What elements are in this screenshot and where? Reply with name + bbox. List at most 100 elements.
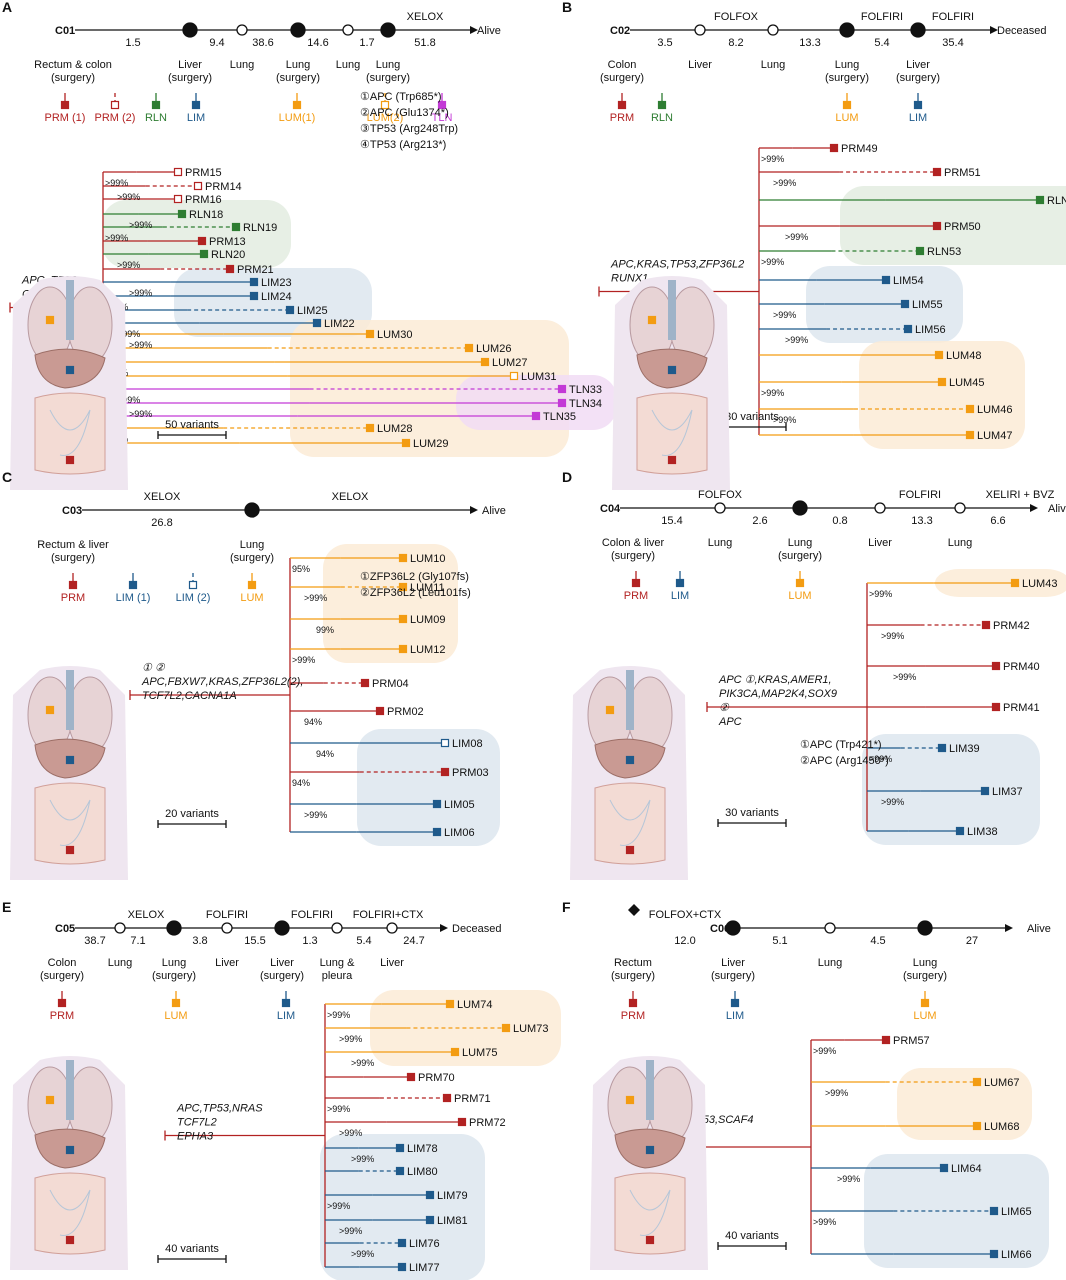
tree-leaf-marker [937, 743, 947, 753]
body-sample-marker [65, 755, 75, 765]
support-value: >99% [881, 631, 904, 641]
tree-leaf-marker [285, 305, 295, 315]
interval-months: 5.4 [874, 37, 889, 49]
sample-label: TLN [432, 112, 453, 124]
interval-months: 26.8 [151, 517, 172, 529]
tree-leaf-marker [395, 1143, 405, 1153]
tree-leaf-marker [989, 1249, 999, 1259]
scale-bar-label: 20 variants [165, 808, 219, 820]
tree-leaf-label: LIM66 [1001, 1249, 1032, 1261]
timeline-event-node [244, 502, 260, 518]
tree-leaf-marker [464, 343, 474, 353]
event-label: (surgery) [276, 72, 320, 84]
tree-leaf-label: RLN52 [1047, 195, 1066, 207]
interval-months: 35.4 [942, 37, 963, 49]
support-value: >99% [785, 335, 808, 345]
sample-marker [110, 100, 120, 110]
event-label: (surgery) [711, 970, 755, 982]
sample-label: LUM [788, 590, 811, 602]
tree-leaf-marker [457, 1117, 467, 1127]
tree-leaf-label: LUM74 [457, 999, 492, 1011]
event-label: (surgery) [600, 72, 644, 84]
tree-leaf-label: LIM38 [967, 826, 998, 838]
colon [636, 392, 708, 475]
timeline-event-node [114, 922, 126, 934]
tree-leaf-label: LUM10 [410, 553, 445, 565]
timeline-event-node [166, 920, 182, 936]
tree-leaf-marker [225, 264, 235, 274]
interval-months: 3.8 [192, 935, 207, 947]
tree-leaf-label: LUM47 [977, 430, 1012, 442]
panel-letter: B [562, 0, 572, 15]
tree-leaf-label: RLN19 [243, 222, 277, 234]
therapy-label: FOLFOX [714, 11, 759, 23]
tree-leaf-label: LIM06 [444, 827, 475, 839]
event-label: Rectum & liver [37, 539, 109, 551]
support-value: >99% [105, 233, 128, 243]
support-value: 95% [292, 564, 310, 574]
timeline-event-node [182, 22, 198, 38]
mutation-legend-entry: ①APC (Trp685*) [360, 91, 442, 103]
sample-label: LUM [835, 112, 858, 124]
sample-marker [617, 100, 627, 110]
tree-leaf-marker [312, 318, 322, 328]
timeline-event-node [874, 502, 886, 514]
tree-leaf-marker [365, 423, 375, 433]
timeline-event-node [917, 920, 933, 936]
vessels [609, 799, 651, 846]
tree-leaf-label: LIM76 [409, 1238, 440, 1250]
event-label: (surgery) [152, 970, 196, 982]
sample-marker [920, 998, 930, 1008]
event-label: Lung [913, 957, 937, 969]
therapy-label: XELOX [407, 11, 444, 23]
tree-leaf-marker [965, 404, 975, 414]
event-label: (surgery) [903, 970, 947, 982]
tree-leaf-marker [915, 246, 925, 256]
colon [34, 392, 106, 475]
tree-leaf-label: PRM14 [205, 181, 242, 193]
tree-leaf-label: PRM71 [454, 1093, 491, 1105]
sample-marker [128, 580, 138, 590]
support-value: >99% [881, 797, 904, 807]
therapy-label: XELOX [332, 491, 369, 503]
tree-leaf-marker [981, 620, 991, 630]
tree-leaf-marker [939, 1163, 949, 1173]
event-label: Liver [906, 59, 930, 71]
support-value: >99% [292, 655, 315, 665]
body-sample-marker [625, 845, 635, 855]
event-label: Rectum [614, 957, 652, 969]
tree-leaf-label: LIM37 [992, 786, 1023, 798]
driver-mutation-label: APC,TP53,NRAS [176, 1103, 263, 1115]
driver-mutation-label: EPHA3 [177, 1131, 214, 1143]
event-label: (surgery) [168, 72, 212, 84]
tree-leaf-marker [980, 786, 990, 796]
sample-label: LIM [671, 590, 689, 602]
event-label: Lung [761, 59, 785, 71]
tree-leaf-marker [173, 167, 183, 177]
sample-marker [675, 578, 685, 588]
tree-leaf-label: PRM02 [387, 706, 424, 718]
support-value: >99% [129, 220, 152, 230]
sample-label: PRM (1) [45, 112, 86, 124]
tree-leaf-label: PRM13 [209, 236, 246, 248]
mutation-legend-entry: ④TP53 (Arg213*) [360, 139, 446, 151]
timeline-outcome: Deceased [452, 923, 502, 935]
interval-months: 1.5 [125, 37, 140, 49]
event-label: Lung [108, 957, 132, 969]
tree-leaf-marker [531, 411, 541, 421]
tree-leaf-label: TLN33 [569, 384, 602, 396]
tree-leaf-marker [173, 194, 183, 204]
sample-marker [380, 100, 390, 110]
interval-months: 51.8 [414, 37, 435, 49]
timeline-event-node [386, 922, 398, 934]
event-label: (surgery) [896, 72, 940, 84]
event-label: Colon [608, 59, 637, 71]
timeline-event-node [910, 22, 926, 38]
event-label: (surgery) [366, 72, 410, 84]
timeline-event-node [954, 502, 966, 514]
interval-months: 1.7 [359, 37, 374, 49]
interval-months: 13.3 [799, 37, 820, 49]
